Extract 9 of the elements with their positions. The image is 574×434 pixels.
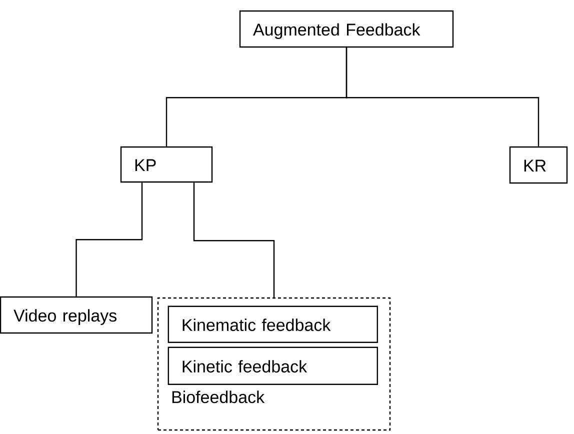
root-box: Augmented Feedback <box>239 10 454 48</box>
leaf-box: Kinematic feedback <box>168 306 378 343</box>
category-box: KR <box>509 146 568 184</box>
leaf-box: Kinetic feedback <box>168 346 378 385</box>
category-box: KP <box>120 146 213 183</box>
connector-line <box>76 182 143 296</box>
leaf-box: Video replays <box>0 296 153 334</box>
connector-line <box>346 48 540 146</box>
connector-line <box>193 182 275 298</box>
